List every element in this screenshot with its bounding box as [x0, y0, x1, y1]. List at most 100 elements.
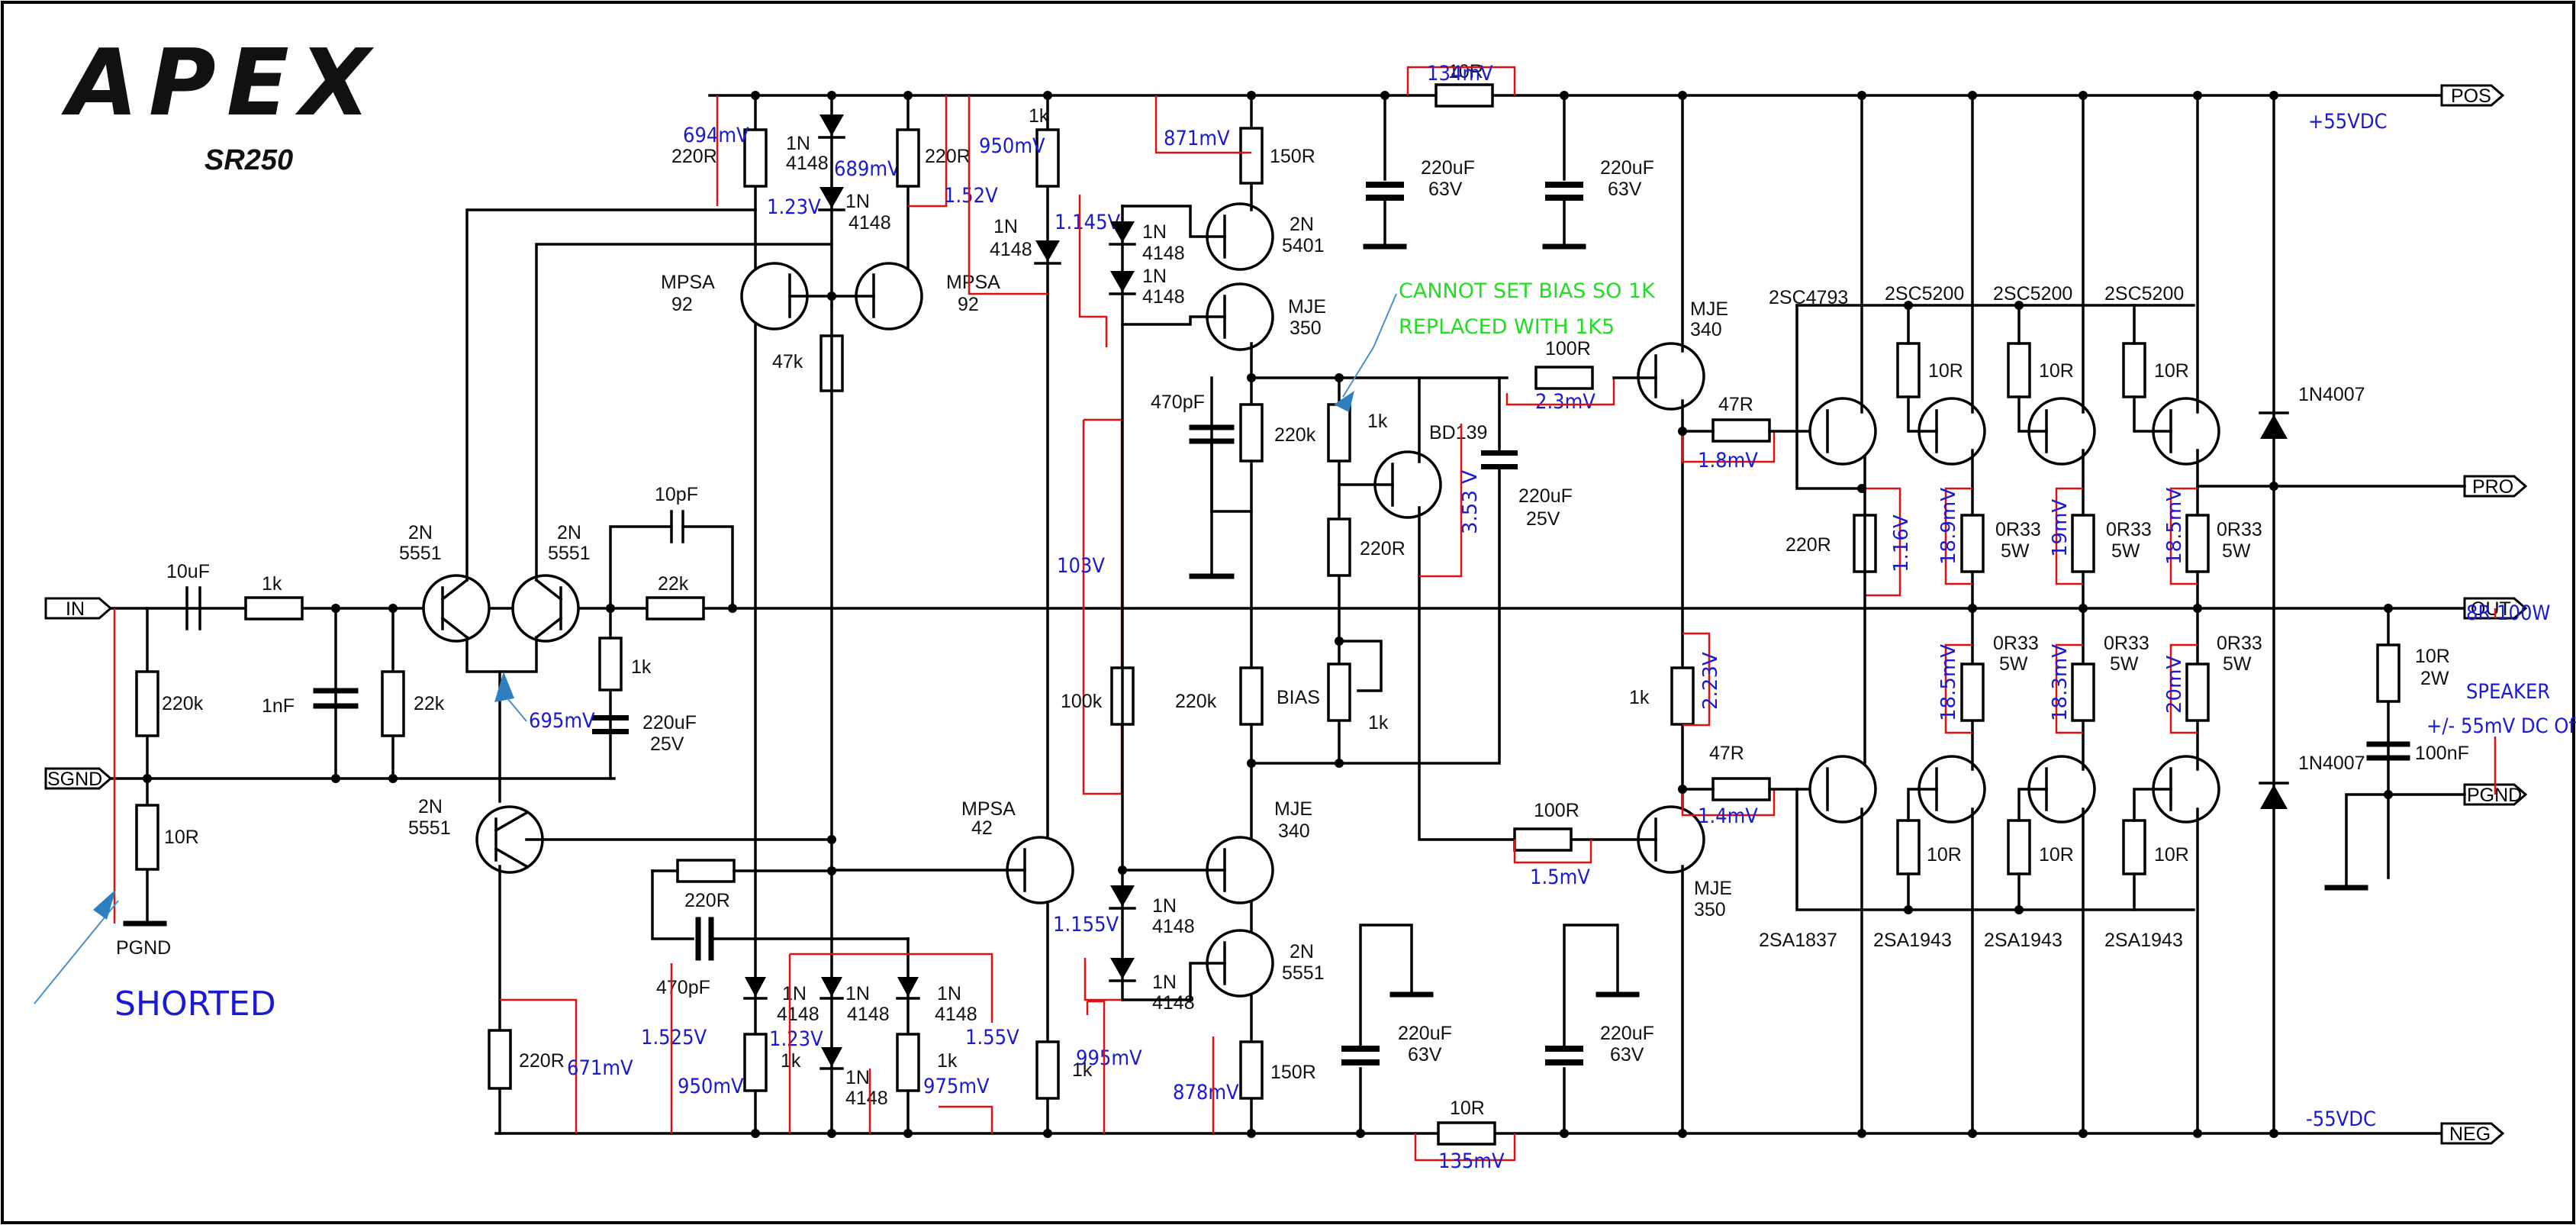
shorted-text: SHORTED: [114, 985, 276, 1024]
svg-text:1.8mV: 1.8mV: [1698, 449, 1758, 472]
svg-text:220uF: 220uF: [642, 712, 697, 733]
speaker-label: SPEAKER: [2466, 680, 2550, 704]
svg-text:4148: 4148: [848, 212, 891, 234]
svg-text:220uF: 220uF: [1518, 485, 1573, 507]
svg-text:10R: 10R: [2039, 844, 2074, 866]
svg-text:1.55V: 1.55V: [965, 1026, 1019, 1049]
svg-text:1N: 1N: [937, 983, 961, 1004]
svg-text:10R: 10R: [2154, 844, 2189, 866]
svg-text:1.16V: 1.16V: [1890, 514, 1913, 572]
svg-text:0R33: 0R33: [1995, 519, 2041, 540]
svg-text:25V: 25V: [1526, 508, 1560, 530]
svg-text:220k: 220k: [1175, 691, 1217, 712]
svg-text:0R33: 0R33: [2217, 633, 2262, 654]
svg-text:135mV: 135mV: [1438, 1149, 1505, 1173]
svg-text:1k: 1k: [937, 1050, 958, 1072]
svg-text:350: 350: [1694, 899, 1726, 920]
svg-text:1.23V: 1.23V: [769, 1027, 823, 1051]
svg-text:2N: 2N: [1290, 214, 1314, 235]
svg-text:100R: 100R: [1545, 338, 1591, 359]
svg-text:BD139: BD139: [1429, 422, 1487, 443]
speaker-rating: 8R 100W: [2466, 601, 2550, 625]
svg-text:1.145V: 1.145V: [1055, 211, 1121, 234]
svg-text:47k: 47k: [772, 351, 803, 372]
svg-text:10R: 10R: [1928, 360, 1963, 382]
svg-text:2W: 2W: [2420, 668, 2449, 689]
svg-text:5W: 5W: [2111, 540, 2140, 562]
svg-text:5551: 5551: [408, 817, 451, 839]
svg-text:100nF: 100nF: [2415, 743, 2469, 764]
svg-text:220R: 220R: [671, 146, 717, 167]
svg-text:1k: 1k: [1368, 712, 1389, 733]
pro-port: PRO: [2463, 475, 2528, 498]
svg-text:19mV: 19mV: [2049, 499, 2072, 557]
svg-text:4148: 4148: [1152, 992, 1195, 1014]
svg-text:5551: 5551: [548, 543, 591, 564]
svg-text:340: 340: [1690, 319, 1722, 340]
svg-text:5W: 5W: [2222, 540, 2251, 562]
svg-text:63V: 63V: [1408, 1044, 1442, 1065]
pos-port: POS: [2440, 84, 2505, 107]
svg-text:220uF: 220uF: [1398, 1023, 1452, 1044]
svg-text:5551: 5551: [399, 543, 442, 564]
svg-text:MPSA: MPSA: [661, 272, 715, 293]
vas-middle: 103V 100k 220k: [1057, 323, 1264, 872]
svg-text:5W: 5W: [2110, 653, 2139, 675]
svg-text:0R33: 0R33: [2106, 519, 2152, 540]
svg-text:25V: 25V: [650, 733, 684, 755]
svg-text:4148: 4148: [990, 239, 1032, 260]
svg-text:878mV: 878mV: [1173, 1081, 1239, 1104]
svg-text:MJE: MJE: [1694, 878, 1732, 899]
svg-text:47R: 47R: [1718, 394, 1753, 415]
svg-text:5551: 5551: [1282, 962, 1325, 984]
svg-text:340: 340: [1278, 820, 1310, 842]
svg-text:10R: 10R: [1448, 61, 1483, 82]
svg-text:1k: 1k: [1367, 411, 1388, 432]
svg-text:NEG: NEG: [2449, 1123, 2491, 1145]
svg-text:OUT: OUT: [2471, 598, 2511, 620]
svg-text:42: 42: [971, 817, 993, 839]
svg-text:MJE: MJE: [1274, 798, 1312, 820]
svg-text:63V: 63V: [1610, 1044, 1644, 1065]
svg-text:470pF: 470pF: [656, 977, 710, 998]
svg-text:2SC5200: 2SC5200: [1885, 283, 1964, 305]
bias-note-line2: REPLACED WITH 1K5: [1399, 315, 1615, 339]
svg-text:3.53 V: 3.53 V: [1459, 470, 1482, 534]
c-f-label: 1nF: [262, 695, 295, 717]
r-g-label: 10R: [164, 827, 199, 848]
svg-text:18.5mV: 18.5mV: [2163, 488, 2186, 565]
svg-text:220R: 220R: [1785, 534, 1831, 556]
svg-text:695mV: 695mV: [529, 709, 595, 733]
svg-text:2N: 2N: [418, 796, 443, 817]
svg-text:4148: 4148: [935, 1004, 977, 1025]
bias-note-line1: CANNOT SET BIAS SO 1K: [1399, 279, 1656, 303]
svg-text:220uF: 220uF: [1421, 157, 1475, 179]
svg-text:4148: 4148: [1142, 286, 1185, 308]
bias-network: 470pF 220k 1k 220R BIAS 1k BD139 3.53 V …: [1151, 279, 1656, 1135]
svg-text:220uF: 220uF: [1600, 157, 1654, 179]
svg-text:63V: 63V: [1608, 179, 1642, 200]
svg-text:1N: 1N: [993, 216, 1018, 237]
svg-text:470pF: 470pF: [1151, 392, 1205, 413]
svg-text:2SA1837: 2SA1837: [1759, 930, 1837, 951]
r-b1-label: 220k: [162, 693, 204, 714]
svg-text:103V: 103V: [1057, 554, 1105, 578]
svg-text:2SC5200: 2SC5200: [1993, 283, 2072, 305]
svg-text:1k: 1k: [631, 656, 652, 678]
svg-text:IN: IN: [66, 598, 85, 620]
svg-text:2SA1943: 2SA1943: [1873, 930, 1952, 951]
svg-text:1.4mV: 1.4mV: [1698, 804, 1758, 828]
svg-text:220R: 220R: [1360, 538, 1406, 559]
svg-text:20mV: 20mV: [2163, 656, 2186, 714]
in-port: IN: [44, 597, 113, 620]
svg-text:1N4007: 1N4007: [2298, 384, 2365, 405]
svg-text:1N: 1N: [1142, 221, 1167, 243]
dc-offset-label: +/- 55mV DC Offset: [2426, 714, 2576, 738]
svg-text:0R33: 0R33: [2104, 633, 2149, 654]
pgnd-label: PGND: [116, 937, 171, 959]
svg-text:5W: 5W: [2001, 540, 2030, 562]
svg-text:MPSA: MPSA: [961, 798, 1016, 820]
